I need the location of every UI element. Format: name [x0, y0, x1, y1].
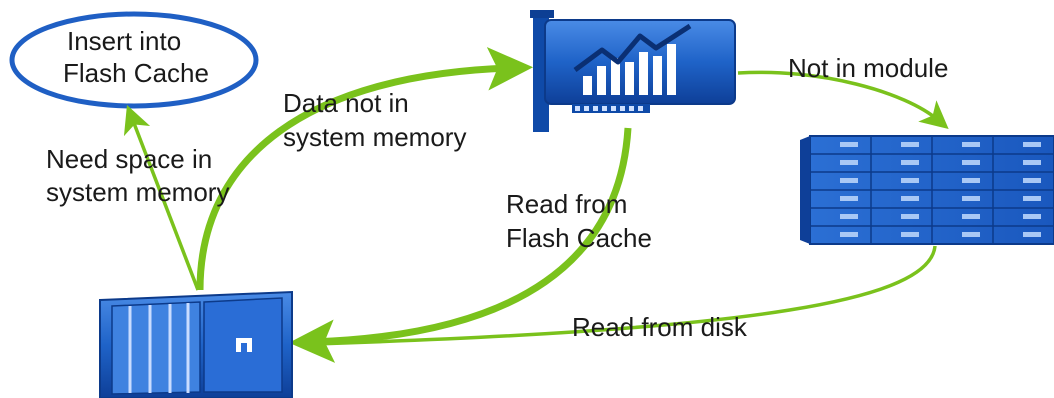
data-not-in-label-line1: Data not in: [283, 88, 409, 118]
arrow-not-in-module: [737, 70, 949, 130]
flash-cache-card-icon: [530, 10, 736, 132]
need-space-label-line2: system memory: [46, 177, 229, 207]
need-space-label-line1: Need space in: [46, 144, 212, 174]
read-disk-label: Read from disk: [572, 312, 748, 342]
arrow-read-from-flash-cache: [288, 127, 632, 363]
data-not-in-label-line2: system memory: [283, 122, 466, 152]
read-flash-label-line2: Flash Cache: [506, 223, 652, 253]
arrow-need-space: [123, 104, 200, 291]
insert-label-line2: Flash Cache: [63, 58, 209, 88]
insert-label-line1: Insert into: [67, 26, 181, 56]
arrow-data-not-in-memory: [196, 47, 534, 291]
arrow-read-from-disk: [311, 245, 937, 346]
read-flash-label-line1: Read from: [506, 189, 627, 219]
storage-controller-icon: [99, 290, 293, 398]
disk-shelf-icon: [800, 135, 1054, 245]
not-in-module-label: Not in module: [788, 53, 948, 83]
